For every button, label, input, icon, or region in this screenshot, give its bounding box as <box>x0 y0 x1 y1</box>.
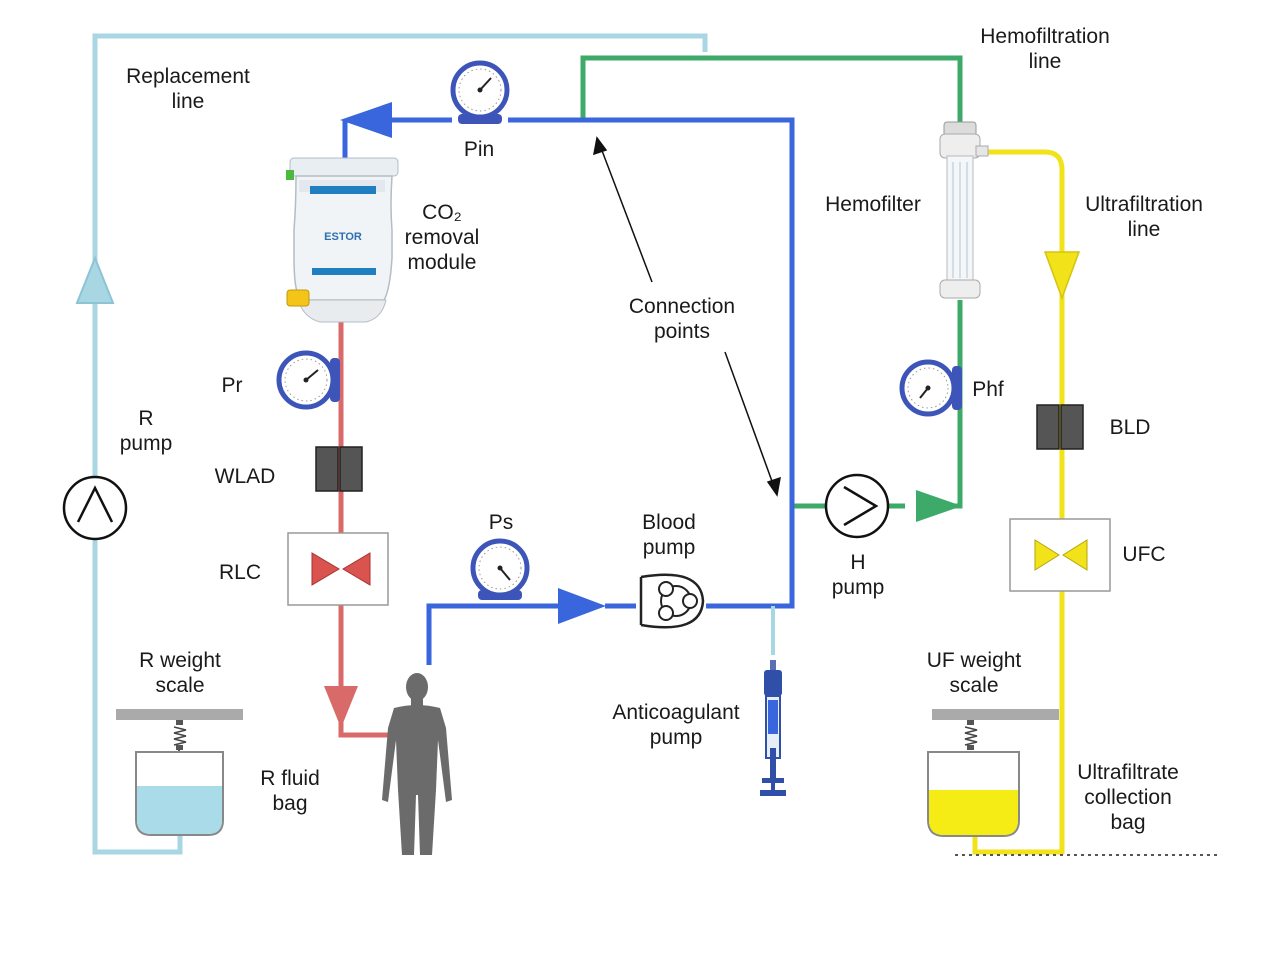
phf-label: Phf <box>972 378 1004 401</box>
pressure-gauge-icon <box>470 538 530 600</box>
ultrafiltration-line-arrow <box>1043 251 1081 301</box>
pin-label: Pin <box>463 138 495 161</box>
replacement-line-arrow <box>75 255 115 304</box>
rlc-label: RLC <box>218 561 261 584</box>
weight-scale-icon <box>932 709 1059 750</box>
blood-line <box>342 117 795 665</box>
return-line <box>338 322 390 738</box>
co2-module-brand: ESTOR <box>324 231 362 243</box>
wlad-label: WLAD <box>214 465 276 488</box>
return-line-arrow <box>324 686 358 728</box>
clamp-icon <box>1009 518 1111 592</box>
detector-icon <box>1036 404 1084 450</box>
pressure-gauge-icon <box>276 350 340 410</box>
pr-label: Pr <box>221 374 243 397</box>
detector-icon <box>315 446 363 492</box>
fluid-bag-icon <box>135 750 224 836</box>
fluid-bag-icon <box>927 751 1020 837</box>
blood-line-arrow-lower <box>558 588 606 624</box>
ultrafiltration-line <box>972 149 1065 855</box>
ufc-label: UFC <box>1122 543 1166 566</box>
bld-label: BLD <box>1109 416 1151 439</box>
weight-scale-icon <box>116 709 243 750</box>
connection-points-arrows <box>593 136 781 497</box>
peristaltic-pump-icon <box>639 573 705 629</box>
ps-label: Ps <box>488 511 514 534</box>
syringe-pump-icon <box>760 660 786 796</box>
roller-pump-icon <box>824 473 890 539</box>
blood-line-arrow-upper <box>340 102 392 138</box>
co2-module-icon: ESTOR <box>286 157 399 323</box>
roller-pump-icon <box>62 475 128 541</box>
human-figure-icon <box>382 673 452 855</box>
pressure-gauge-icon <box>899 359 962 417</box>
hemofilter-icon <box>939 121 989 299</box>
hemofiltration-line-arrow <box>916 490 962 522</box>
hemofilter-label: Hemofilter <box>825 193 921 216</box>
replacement-line <box>92 33 708 855</box>
clamp-icon <box>287 532 389 606</box>
pressure-gauge-icon <box>450 60 510 124</box>
hemofiltration-line <box>580 55 963 509</box>
